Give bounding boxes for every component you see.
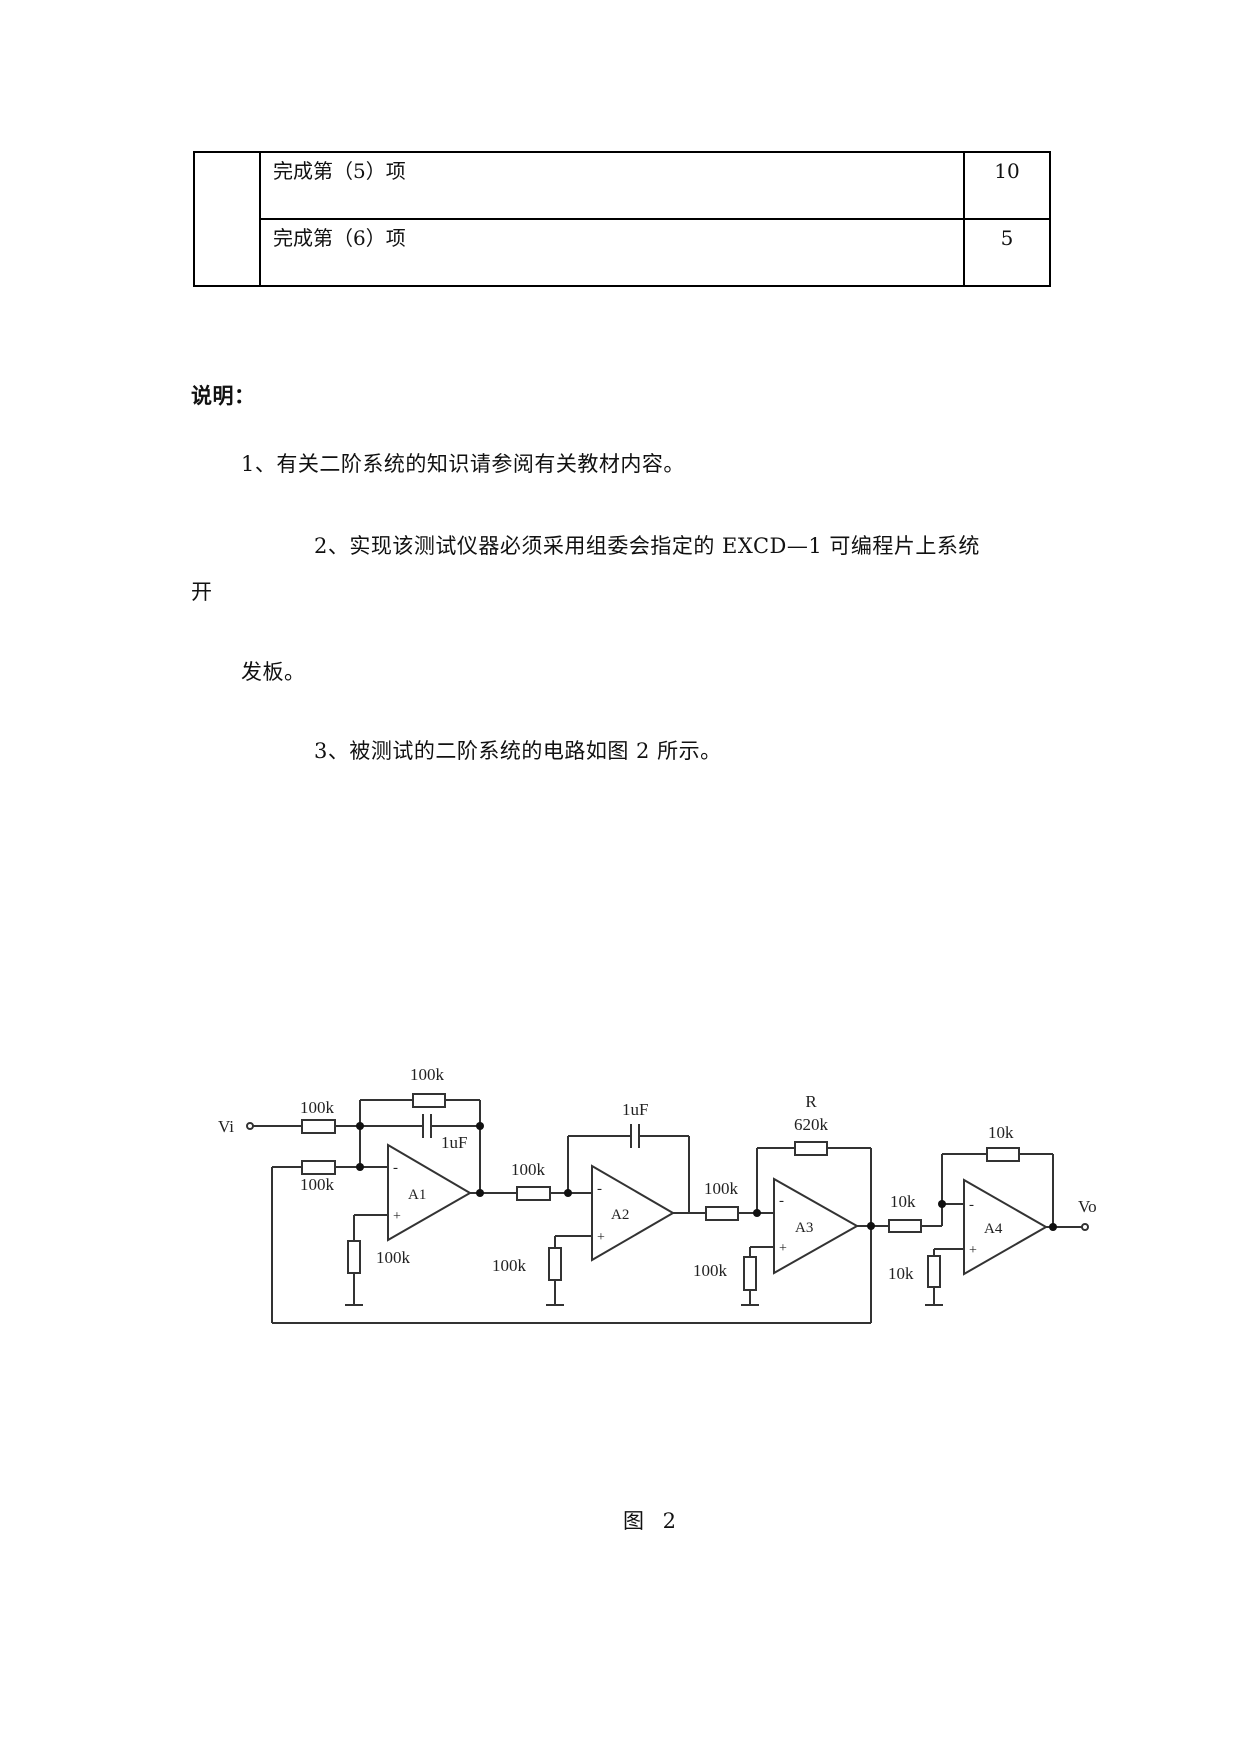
output-terminal: [1081, 1223, 1089, 1231]
resistor-a2-input: [516, 1186, 551, 1201]
output-label: Vo: [1078, 1197, 1097, 1216]
points-cell: 10: [963, 151, 1051, 220]
opamps: [387, 1143, 1049, 1276]
opamp-a3-label: A3: [795, 1220, 813, 1236]
opamp-a1: [387, 1143, 472, 1242]
a1-plus-sign: +: [393, 1209, 401, 1224]
capacitors: [422, 1114, 640, 1148]
table-row: 完成第（5）项 10: [193, 151, 1051, 287]
label-a3-feedback-resistor-name: R: [805, 1092, 817, 1111]
resistor-a1-loop: [301, 1160, 336, 1175]
label-a4-input-resistor: 10k: [890, 1192, 916, 1211]
a3-minus-sign: -: [779, 1193, 784, 1209]
label-a1-input-resistor: 100k: [300, 1098, 335, 1117]
input-terminal: [246, 1122, 254, 1130]
note-item-2-line-2: 开: [191, 580, 213, 604]
note-item-2-line-3: 发板。: [241, 660, 306, 684]
note-item-1: 1、有关二阶系统的知识请参阅有关教材内容。: [241, 452, 685, 476]
resistors: [301, 1093, 1020, 1291]
resistor-a3-feedback: [794, 1141, 828, 1156]
label-a1-feedback-capacitor: 1uF: [441, 1133, 467, 1152]
label-a1-loop-resistor: 100k: [300, 1175, 335, 1194]
resistor-a4-input: [888, 1219, 922, 1233]
a3-plus-sign: +: [779, 1241, 787, 1256]
table-row: 完成第（6）项 5: [194, 218, 1051, 287]
resistor-a1-input: [301, 1119, 336, 1134]
resistor-a3-ground: [743, 1256, 757, 1291]
opamp-a2: [591, 1164, 675, 1262]
capacitor-a2: [630, 1124, 640, 1148]
capacitor-a1: [422, 1114, 432, 1138]
a2-plus-sign: +: [597, 1230, 605, 1245]
label-a2-input-resistor: 100k: [511, 1160, 546, 1179]
label-a3-input-resistor: 100k: [704, 1179, 739, 1198]
circuit-labels: Vi Vo 100k 100k 1uF 100k 100k 100k 1uF 1…: [218, 1065, 1097, 1283]
label-a3-ground-resistor: 100k: [693, 1261, 728, 1280]
label-a1-feedback-resistor: 100k: [410, 1065, 445, 1084]
a4-minus-sign: -: [969, 1197, 974, 1213]
points-cell: 5: [963, 218, 1051, 287]
score-table: 完成第（5）项 10 完成第（6）项 5: [193, 151, 1051, 287]
label-a1-ground-resistor: 100k: [376, 1248, 411, 1267]
label-a4-ground-resistor: 10k: [888, 1264, 914, 1283]
resistor-a2-ground: [548, 1247, 562, 1281]
notes-heading: 说明：: [191, 384, 256, 408]
note-item-2-line-1: 2、实现该测试仪器必须采用组委会指定的 EXCD—1 可编程片上系统: [314, 534, 980, 558]
label-a2-ground-resistor: 100k: [492, 1256, 527, 1275]
opamp-a1-label: A1: [408, 1187, 426, 1203]
resistor-a1-feedback: [412, 1093, 446, 1108]
item-cell: 完成第（5）项: [259, 151, 965, 220]
resistor-a3-input: [705, 1206, 739, 1221]
a1-minus-sign: -: [393, 1160, 398, 1176]
figure-caption: 图 2: [623, 1509, 683, 1533]
label-a3-feedback-resistor: 620k: [794, 1115, 829, 1134]
note-item-3: 3、被测试的二阶系统的电路如图 2 所示。: [314, 739, 722, 763]
junctions: [356, 1122, 1057, 1231]
category-cell: [193, 151, 261, 287]
input-label: Vi: [218, 1117, 234, 1136]
item-cell: 完成第（6）项: [259, 218, 965, 287]
opamp-a4: [963, 1178, 1049, 1276]
a2-minus-sign: -: [597, 1181, 602, 1197]
label-a4-feedback-resistor: 10k: [988, 1123, 1014, 1142]
a4-plus-sign: +: [969, 1243, 977, 1258]
opamp-a3: [773, 1177, 860, 1275]
resistor-a4-ground: [927, 1255, 941, 1288]
resistor-a4-feedback: [986, 1147, 1020, 1162]
resistor-a1-ground: [347, 1240, 361, 1274]
opamp-a4-label: A4: [984, 1221, 1003, 1237]
label-a2-feedback-capacitor: 1uF: [622, 1100, 648, 1119]
opamp-a2-label: A2: [611, 1207, 629, 1223]
